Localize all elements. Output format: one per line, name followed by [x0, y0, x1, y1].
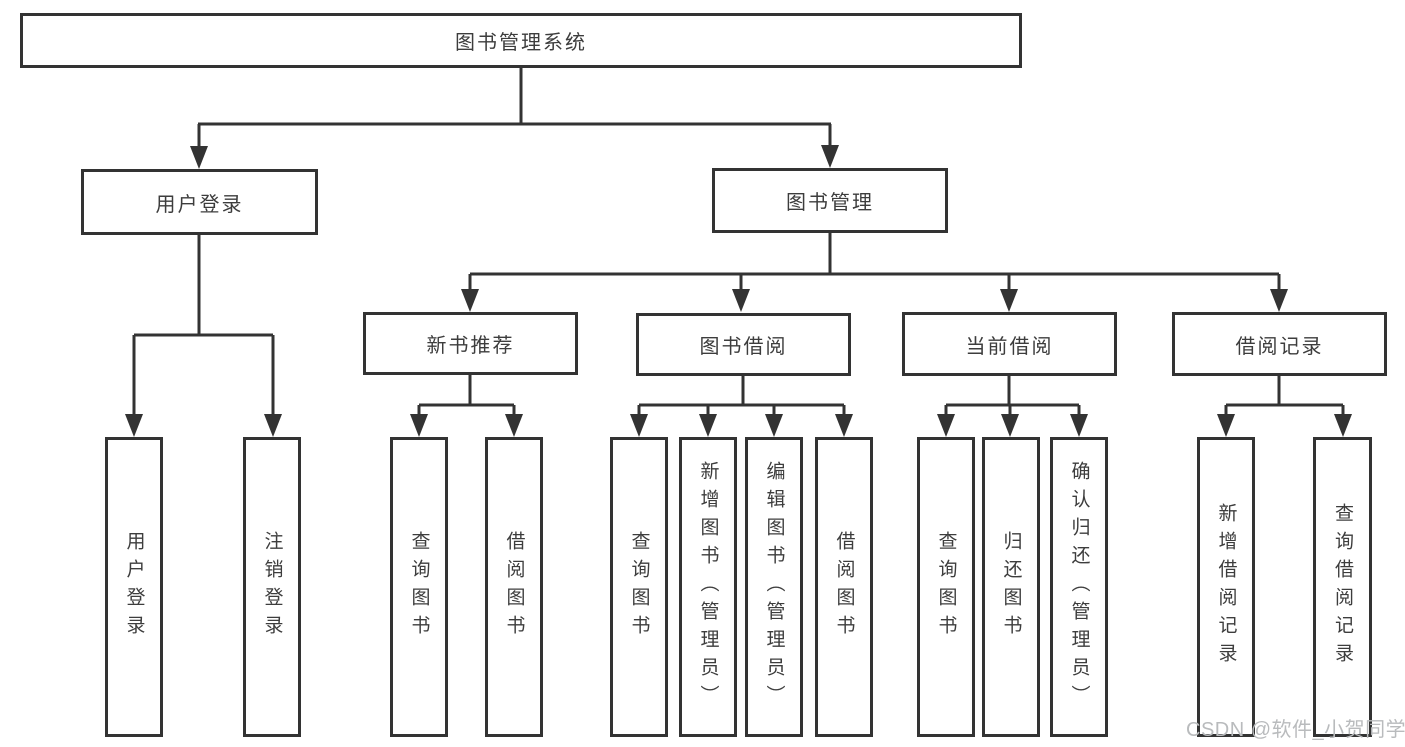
node-current-borrow-label: 当前借阅 [965, 335, 1054, 358]
leaf-borrow-book-recommend: 借阅图书 [485, 437, 543, 737]
node-new-book-recommend-label: 新书推荐 [426, 335, 515, 357]
watermark: CSDN @软件_小贺同学 [1186, 719, 1405, 741]
node-borrow-records-label: 借阅记录 [1235, 335, 1324, 358]
leaf-label: 确认归还（管理员） [1068, 461, 1090, 713]
node-new-book-recommend: 新书推荐 [363, 312, 578, 375]
leaf-label: 查询图书 [628, 531, 650, 643]
node-book-management: 图书管理 [712, 168, 948, 233]
node-root-label: 图书管理系统 [455, 32, 587, 54]
leaf-label: 查询图书 [935, 531, 957, 643]
leaf-label: 注销登录 [261, 531, 283, 643]
leaf-label: 新增图书（管理员） [697, 461, 719, 713]
leaf-label: 借阅图书 [503, 531, 525, 643]
arrowhead-group [125, 145, 1352, 437]
leaf-borrow-book: 借阅图书 [815, 437, 873, 737]
leaf-label: 新增借阅记录 [1215, 503, 1237, 671]
leaf-user-login: 用户登录 [105, 437, 163, 737]
node-user-login: 用户登录 [81, 169, 318, 235]
node-borrow-records: 借阅记录 [1172, 312, 1387, 376]
leaf-add-borrow-record: 新增借阅记录 [1197, 437, 1255, 737]
leaf-query-books-recommend: 查询图书 [390, 437, 448, 737]
leaf-logout: 注销登录 [243, 437, 301, 737]
leaf-label: 查询图书 [408, 531, 430, 643]
leaf-label: 编辑图书（管理员） [763, 461, 785, 713]
node-book-borrow-label: 图书借阅 [699, 336, 788, 358]
leaf-return-book: 归还图书 [982, 437, 1040, 737]
leaf-label: 查询借阅记录 [1332, 503, 1353, 671]
leaf-label: 归还图书 [1000, 531, 1022, 643]
leaf-edit-book-admin: 编辑图书（管理员） [745, 437, 803, 737]
node-book-borrow: 图书借阅 [636, 313, 851, 376]
leaf-query-books-current: 查询图书 [917, 437, 975, 737]
node-user-login-label: 用户登录 [155, 193, 244, 216]
node-root-library-system: 图书管理系统 [20, 13, 1022, 68]
leaf-add-book-admin: 新增图书（管理员） [679, 437, 737, 737]
leaf-label: 用户登录 [123, 531, 145, 643]
node-book-management-label: 图书管理 [786, 192, 874, 214]
leaf-query-borrow-record: 查询借阅记录 [1313, 437, 1372, 737]
leaf-confirm-return-admin: 确认归还（管理员） [1050, 437, 1108, 737]
leaf-query-books-borrow: 查询图书 [610, 437, 668, 737]
leaf-label: 借阅图书 [833, 531, 855, 643]
node-current-borrow: 当前借阅 [902, 312, 1117, 376]
